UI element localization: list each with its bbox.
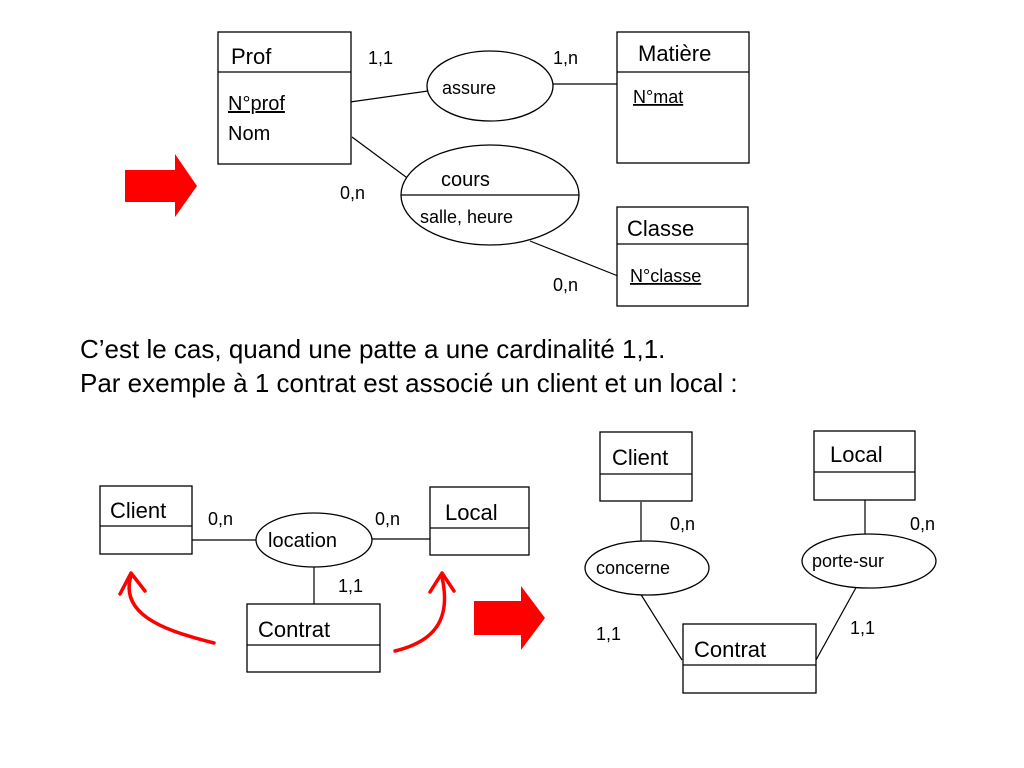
explanation-text: C’est le cas, quand une patte a une card… [80,332,738,400]
entity-prof-key: N°prof [228,93,285,115]
red-right-arrow-bottom [474,586,545,650]
entity-local-right: Local [813,430,916,501]
card-local-portesur: 0,n [910,514,935,534]
association-porte-sur: porte-sur [801,533,937,589]
red-right-arrow-top [125,154,197,217]
card-classe-cours: 0,n [553,275,578,295]
entity-local-left: Local [429,486,530,556]
association-assure-label: assure [442,78,496,98]
entity-local-left-title: Local [445,500,498,525]
card-client-concerne: 0,n [670,514,695,534]
curved-red-arrow-left [118,571,216,645]
entity-classe: Classe N°classe [616,206,749,307]
explanation-line-1: C’est le cas, quand une patte a une card… [80,334,666,364]
entity-contrat-right: Contrat [682,623,817,694]
entity-contrat-right-title: Contrat [694,637,766,662]
association-concerne-label: concerne [596,558,670,578]
entity-matiere-title: Matière [638,41,711,66]
entity-contrat-left: Contrat [246,603,381,673]
link-prof-assure [349,90,429,103]
card-local-location: 0,n [375,509,400,529]
association-location-label: location [268,530,337,552]
entity-matiere-key: N°mat [633,87,683,107]
card-contrat-concerne: 1,1 [596,624,621,644]
entity-client-left-title: Client [110,498,166,523]
entity-local-right-title: Local [830,442,883,467]
association-porte-sur-label: porte-sur [812,551,884,571]
entity-prof: Prof N°prof Nom [217,31,352,165]
association-concerne: concerne [584,540,710,596]
entity-contrat-left-title: Contrat [258,617,330,642]
association-cours: cours salle, heure [400,144,580,246]
association-cours-label: cours [441,169,490,191]
explanation-line-2: Par exemple à 1 contrat est associé un c… [80,368,738,398]
link-prof-cours [351,136,411,181]
entity-prof-title: Prof [231,44,272,69]
card-client-location: 0,n [208,509,233,529]
entity-prof-attr: Nom [228,123,270,145]
association-cours-attrs: salle, heure [420,207,513,227]
entity-client-right-title: Client [612,445,668,470]
link-portesur-contrat [815,583,859,661]
entity-matiere: Matière N°mat [616,31,750,164]
card-prof-assure: 1,1 [368,48,393,68]
entity-classe-key: N°classe [630,266,701,286]
card-contrat-location: 1,1 [338,576,363,596]
association-assure: assure [426,50,554,122]
link-cours-classe [529,240,619,277]
entity-client-right: Client [599,431,693,502]
link-concerne-contrat [639,592,683,661]
card-prof-cours: 0,n [340,183,365,203]
entity-client-left: Client [99,485,193,555]
entity-classe-title: Classe [627,216,694,241]
card-matiere-assure: 1,n [553,48,578,68]
curved-red-arrow-right [393,571,456,653]
card-contrat-portesur: 1,1 [850,618,875,638]
association-location: location [255,512,373,568]
